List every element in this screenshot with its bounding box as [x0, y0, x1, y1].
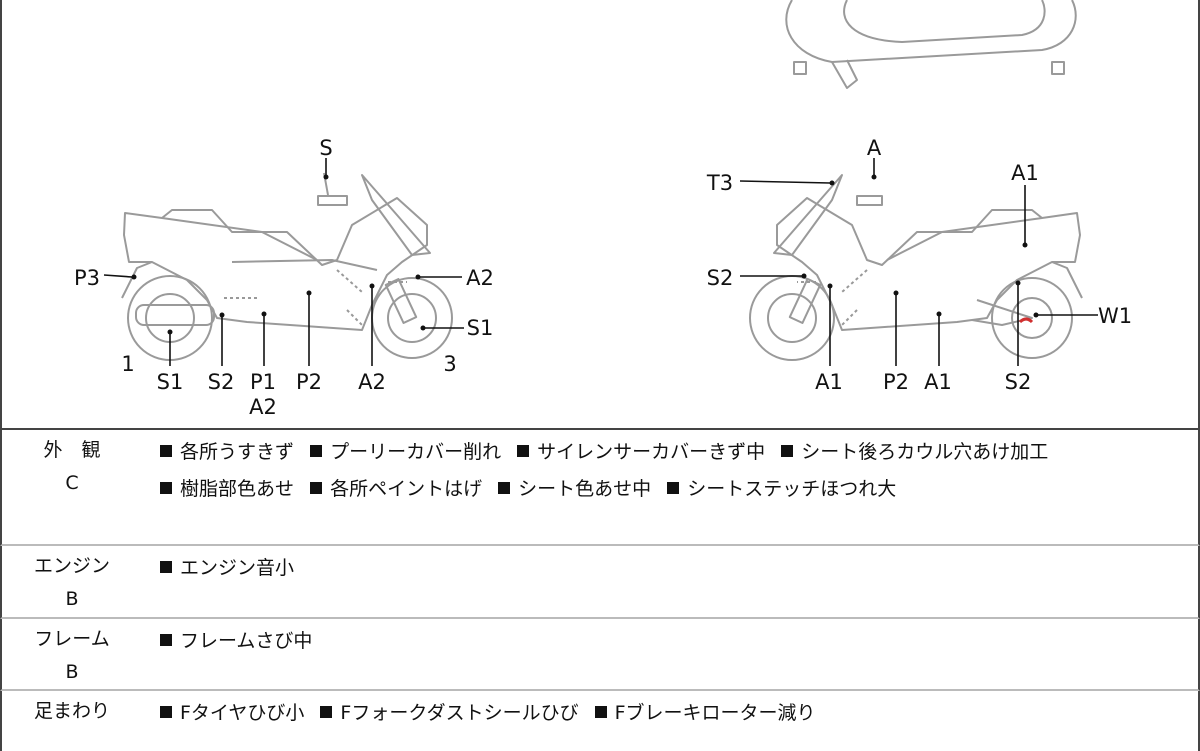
list-item: フレームさび中 [160, 630, 312, 652]
list-item: 各所ペイントはげ [310, 478, 482, 500]
bullet-square-icon [160, 561, 172, 573]
label-A1-top: A1 [1011, 161, 1039, 185]
label-S2-rear: S2 [1005, 370, 1032, 394]
row-frame: フレーム B フレームさび中 [0, 619, 1200, 691]
label-1: 1 [121, 352, 134, 376]
list-item: 各所うすきず [160, 441, 294, 463]
label-S: S [319, 136, 332, 160]
grade-label: C [65, 472, 79, 494]
bullet-square-icon [517, 445, 530, 457]
list-item: 樹脂部色あせ [160, 478, 294, 500]
list-item: プーリーカバー削れ [310, 441, 501, 463]
row-engine: エンジン B エンジン音小 [0, 546, 1200, 619]
label-P2: P2 [296, 370, 322, 394]
label-A1-floor: A1 [924, 370, 952, 394]
bullet-square-icon [320, 706, 333, 718]
label-A1-fork: A1 [815, 370, 843, 394]
category-label: 足まわり [33, 700, 110, 722]
right-labels: A T3 A1 S2 W1 A1 P2 A1 S2 [706, 136, 1132, 394]
scooter-right-side-view [749, 174, 1083, 361]
bullet-square-icon [310, 445, 323, 457]
list-item: サイレンサーカバーきず中 [517, 441, 765, 463]
row-suspension: 足まわり Fタイヤひび小 Fフォークダストシールひび Fブレーキローター減り [0, 691, 1200, 751]
row-header: 外 観 C [22, 434, 122, 500]
scooter-top-view [785, 0, 1077, 89]
bullet-square-icon [160, 445, 172, 457]
label-T3: T3 [706, 171, 733, 195]
row-exterior: 外 観 C 各所うすきず プーリーカバー削れ サイレンサーカバーきず中 シート後ろ… [0, 430, 1200, 546]
scooter-drawings: S P3 A2 S1 1 S1 S2 P1 A2 P2 A2 3 A T3 A1… [74, 0, 1132, 419]
list-item: シート色あせ中 [498, 478, 651, 500]
left-labels: S P3 A2 S1 1 S1 S2 P1 A2 P2 A2 3 [74, 136, 494, 419]
label-A2-mid: A2 [358, 370, 386, 394]
label-P3: P3 [74, 266, 100, 290]
list-item: シート後ろカウル穴あけ加工 [781, 441, 1048, 463]
list-item: Fブレーキローター減り [594, 702, 816, 724]
bullet-square-icon [160, 706, 172, 718]
bullet-square-icon [594, 706, 607, 718]
bullet-square-icon [667, 482, 680, 494]
grade-label: B [65, 588, 79, 610]
label-S2-front: S2 [707, 266, 734, 290]
list-item: シートステッチほつれ大 [667, 478, 896, 500]
scooter-left-side-view [121, 172, 453, 361]
label-P1: P1 [250, 370, 276, 394]
list-item: Fタイヤひび小 [160, 702, 304, 724]
row-header: エンジン B [22, 550, 122, 616]
row-header: 足まわり [22, 695, 122, 728]
grade-label: B [65, 661, 79, 683]
bullet-square-icon [160, 634, 172, 646]
damage-mark [1018, 317, 1034, 324]
label-3: 3 [443, 352, 456, 376]
label-P2-right: P2 [883, 370, 909, 394]
item-list: エンジン音小 [160, 550, 1168, 587]
left-leader-lines [103, 158, 464, 366]
label-S2: S2 [208, 370, 235, 394]
list-item: エンジン音小 [160, 557, 294, 579]
label-S1-rear: S1 [157, 370, 184, 394]
bullet-square-icon [498, 482, 511, 494]
category-label: エンジン [33, 555, 110, 577]
label-S1-front: S1 [467, 316, 494, 340]
item-list: Fタイヤひび小 Fフォークダストシールひび Fブレーキローター減り [160, 695, 1168, 732]
inspection-diagram: S P3 A2 S1 1 S1 S2 P1 A2 P2 A2 3 A T3 A1… [0, 0, 1200, 430]
bullet-square-icon [160, 482, 172, 494]
label-A2-front: A2 [466, 266, 494, 290]
category-label: 外 観 [43, 439, 101, 461]
bullet-square-icon [310, 482, 323, 494]
label-A: A [867, 136, 882, 160]
item-list: フレームさび中 [160, 623, 1168, 660]
list-item: Fフォークダストシールひび [320, 702, 579, 724]
row-header: フレーム B [22, 623, 122, 689]
bullet-square-icon [781, 445, 794, 457]
category-label: フレーム [34, 628, 110, 650]
right-leader-lines [739, 158, 1098, 366]
label-A2-p1: A2 [249, 395, 277, 419]
label-W1: W1 [1098, 304, 1132, 328]
item-list: 各所うすきず プーリーカバー削れ サイレンサーカバーきず中 シート後ろカウル穴あ… [160, 434, 1168, 508]
